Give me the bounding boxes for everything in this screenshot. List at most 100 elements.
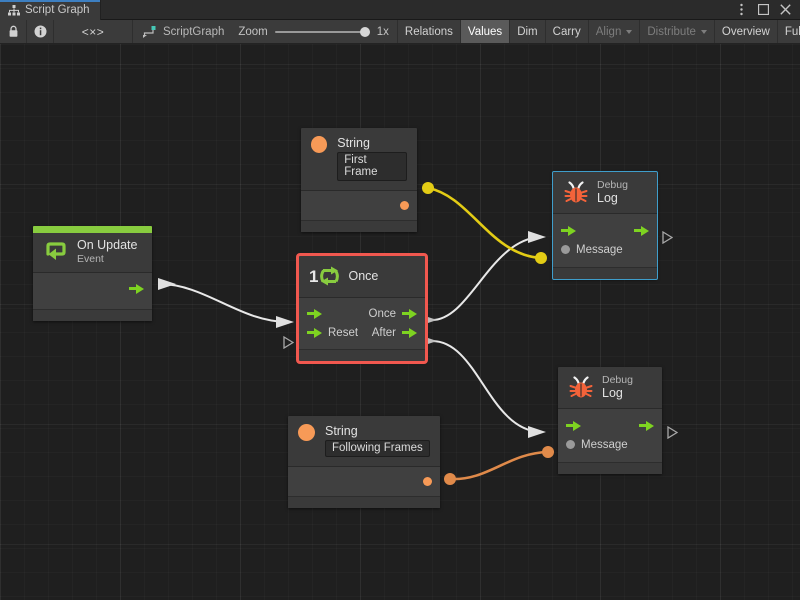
port-row-output-flow <box>41 279 144 298</box>
on-update-loop-icon <box>43 239 69 265</box>
debug-log-2-output-external-marker[interactable] <box>667 425 679 444</box>
lock-icon[interactable] <box>0 20 27 43</box>
node-title: Log <box>597 191 618 206</box>
input-port-reset[interactable]: Reset <box>307 327 358 339</box>
toolbar-button-overview[interactable]: Overview <box>713 20 777 43</box>
node-title: On Update <box>77 238 138 252</box>
edge-end-arrow <box>528 426 546 438</box>
node-subtitle: Debug <box>602 374 633 386</box>
node-accent-bar <box>33 226 152 233</box>
input-port-message[interactable]: Message <box>566 439 628 451</box>
node-header: String First Frame <box>301 128 417 191</box>
debug-log-1-output-external-marker[interactable] <box>662 230 674 249</box>
close-icon[interactable] <box>779 3 792 16</box>
flow-arrow-icon <box>129 283 144 294</box>
zoom-value: 1x <box>376 25 389 38</box>
edge-endpoint-dot <box>444 473 456 485</box>
node-header: Debug Log <box>553 172 657 215</box>
maximize-icon[interactable] <box>757 3 770 16</box>
node-title-block: Debug Log <box>602 374 633 401</box>
port-row-message: Message <box>566 435 654 454</box>
node-ports <box>288 467 440 496</box>
string-type-icon <box>298 424 315 441</box>
bug-icon <box>563 180 589 206</box>
node-title-block: String Following Frames <box>325 424 430 457</box>
node-title: Once <box>348 268 379 283</box>
code-brackets-icon[interactable]: <×> <box>54 20 133 43</box>
more-options-icon[interactable] <box>735 3 748 16</box>
toolbar-button-values[interactable]: Values <box>459 20 510 43</box>
toolbar-button-relations[interactable]: Relations <box>396 20 460 43</box>
node-string-following-frames[interactable]: String Following Frames <box>288 416 440 508</box>
tab-script-graph[interactable]: Script Graph <box>0 0 101 20</box>
once-badge-number: 1 <box>309 266 319 286</box>
breadcrumb-label: ScriptGraph <box>163 25 225 38</box>
node-title: Log <box>602 386 623 401</box>
toolbar-button-align[interactable]: Align <box>587 20 640 43</box>
node-footer <box>553 267 657 280</box>
node-subtitle: Event <box>77 252 104 265</box>
zoom-control[interactable]: Zoom 1x <box>236 20 397 43</box>
string-type-icon <box>311 136 328 153</box>
graph-canvas[interactable]: On Update Event Strin <box>0 44 800 600</box>
edge-end-arrow <box>276 316 294 328</box>
node-title: String <box>325 424 358 438</box>
node-debug-log-1[interactable]: Debug Log <box>552 170 658 281</box>
edge-once-to-debug-log-1 <box>431 236 541 321</box>
node-title: String <box>337 136 370 150</box>
string-value-field[interactable]: First Frame <box>337 152 407 181</box>
node-header: On Update Event <box>33 233 152 274</box>
window-tab-bar: Script Graph <box>0 0 800 20</box>
output-port-after[interactable]: After <box>372 327 417 339</box>
flow-arrow-icon <box>639 420 654 431</box>
output-port-once[interactable]: Once <box>369 308 417 320</box>
input-port-message-label: Message <box>581 438 628 451</box>
node-debug-log-2[interactable]: Debug Log <box>558 367 662 475</box>
value-port-icon <box>561 245 570 255</box>
node-once[interactable]: 1 Once <box>296 253 428 364</box>
output-port-flow[interactable] <box>634 225 649 236</box>
edge-on-update-to-once <box>159 283 289 323</box>
toolbar-button-full-screen[interactable]: Full Screen <box>776 20 800 43</box>
script-graph-icon <box>143 25 156 38</box>
edge-endpoint-dot <box>422 182 434 194</box>
input-port-message[interactable]: Message <box>561 244 623 256</box>
graph-toolbar: <×> ScriptGraph Zoom 1x Relations <box>0 20 800 44</box>
string-value-field[interactable]: Following Frames <box>325 440 430 457</box>
input-port-flow[interactable] <box>307 308 322 319</box>
breadcrumb[interactable]: ScriptGraph <box>133 20 236 43</box>
port-row-once: Once <box>307 304 417 323</box>
node-ports: Message <box>553 214 657 268</box>
node-footer <box>558 462 662 475</box>
output-port-flow[interactable] <box>639 420 654 431</box>
reset-port-external-marker[interactable] <box>283 335 295 354</box>
output-port-value[interactable] <box>400 201 409 210</box>
tab-bar-empty-space <box>100 0 731 19</box>
toolbar-button-dim[interactable]: Dim <box>509 20 544 43</box>
node-ports: Message <box>558 409 662 463</box>
zoom-slider-knob[interactable] <box>359 26 370 37</box>
node-string-first-frame[interactable]: String First Frame <box>301 128 417 232</box>
output-port-value[interactable] <box>423 477 432 486</box>
flow-arrow-icon <box>561 225 576 236</box>
toolbar-button-carry[interactable]: Carry <box>544 20 588 43</box>
input-port-flow[interactable] <box>566 420 581 431</box>
port-row-reset-after: Reset After <box>307 323 417 342</box>
output-port-flow[interactable] <box>129 283 144 294</box>
zoom-slider[interactable] <box>274 26 370 38</box>
input-port-flow[interactable] <box>561 225 576 236</box>
node-on-update[interactable]: On Update Event <box>33 226 152 322</box>
info-icon[interactable] <box>27 20 54 43</box>
toolbar-button-distribute[interactable]: Distribute <box>639 20 714 43</box>
node-header: String Following Frames <box>288 416 440 467</box>
node-title-block: On Update Event <box>77 238 137 265</box>
port-row-flow <box>566 416 654 435</box>
edge-end-arrow <box>528 231 546 243</box>
node-title-block: Once <box>348 269 378 284</box>
port-row-message: Message <box>561 240 649 259</box>
once-counter-icon: 1 <box>309 265 340 287</box>
node-footer <box>299 349 425 361</box>
input-port-reset-label: Reset <box>328 326 359 339</box>
edge-start-arrow <box>158 278 176 290</box>
